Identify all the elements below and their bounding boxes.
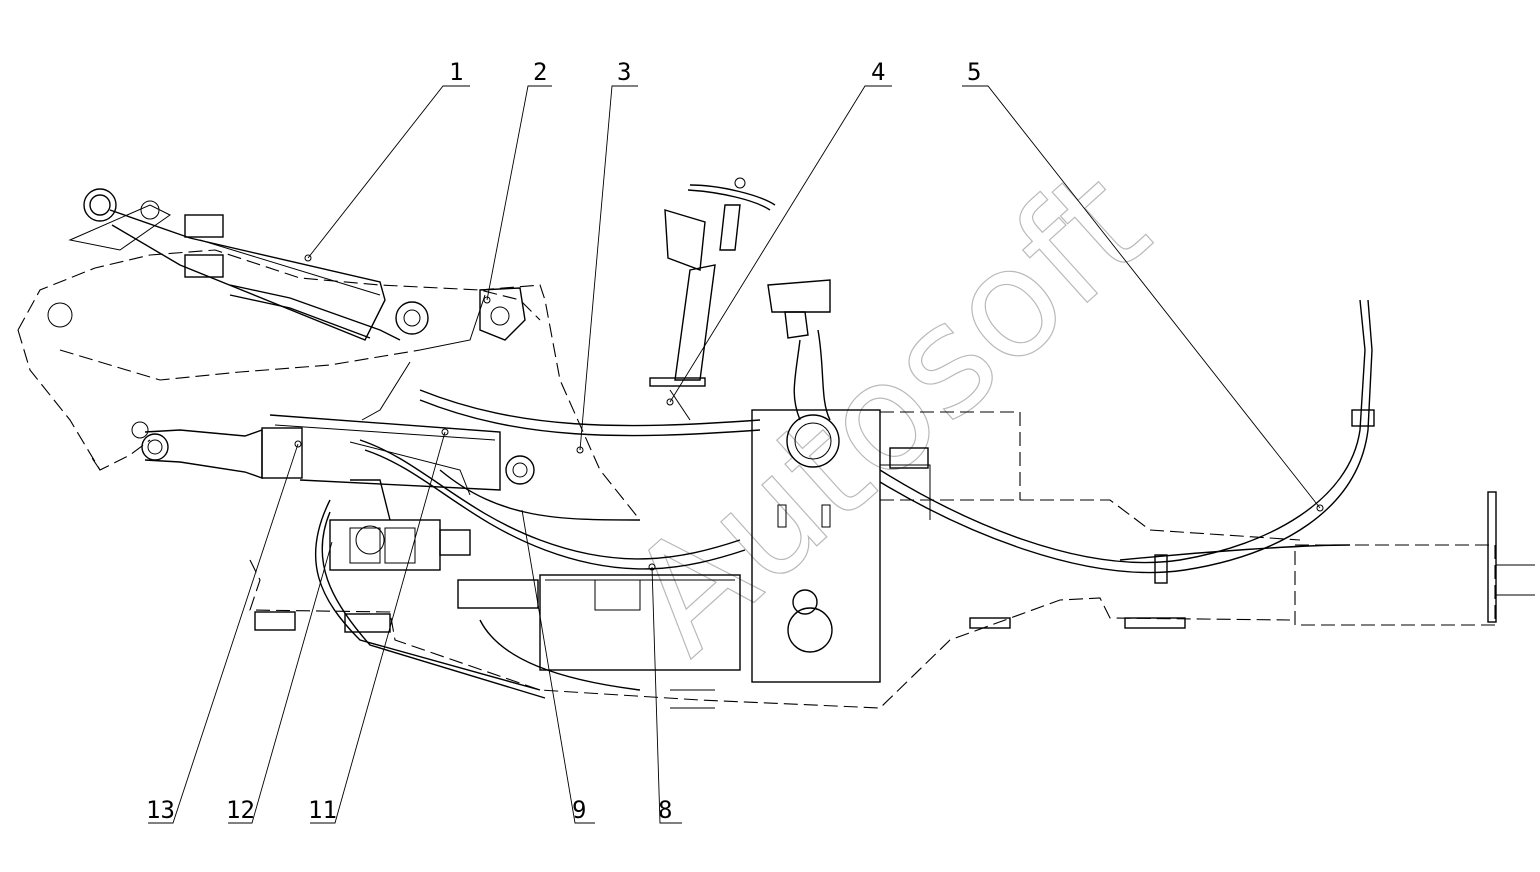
callout-1: 1 bbox=[449, 58, 463, 86]
callout-4: 4 bbox=[871, 58, 885, 86]
leader-lines bbox=[148, 85, 1324, 824]
callout-5: 5 bbox=[967, 58, 981, 86]
steering-column bbox=[649, 177, 776, 421]
vehicle-frame bbox=[249, 411, 1535, 709]
upper-lift-cylinder bbox=[109, 209, 526, 421]
boom-arm bbox=[17, 188, 641, 521]
callout-8: 8 bbox=[658, 796, 672, 824]
lower-tilt-cylinder bbox=[144, 414, 535, 496]
callout-2: 2 bbox=[533, 58, 547, 86]
lower-oil-tank bbox=[457, 574, 741, 709]
callout-labels: 1 2 3 4 5 8 9 11 12 13 bbox=[146, 58, 981, 824]
long-steering-hose bbox=[879, 299, 1375, 584]
multi-way-valve bbox=[329, 479, 471, 571]
hydraulic-tank bbox=[751, 409, 931, 683]
callout-9: 9 bbox=[572, 796, 586, 824]
callout-3: 3 bbox=[617, 58, 631, 86]
callout-12: 12 bbox=[226, 796, 255, 824]
steering-pump bbox=[767, 279, 831, 421]
callout-11: 11 bbox=[308, 796, 337, 824]
callout-13: 13 bbox=[146, 796, 175, 824]
